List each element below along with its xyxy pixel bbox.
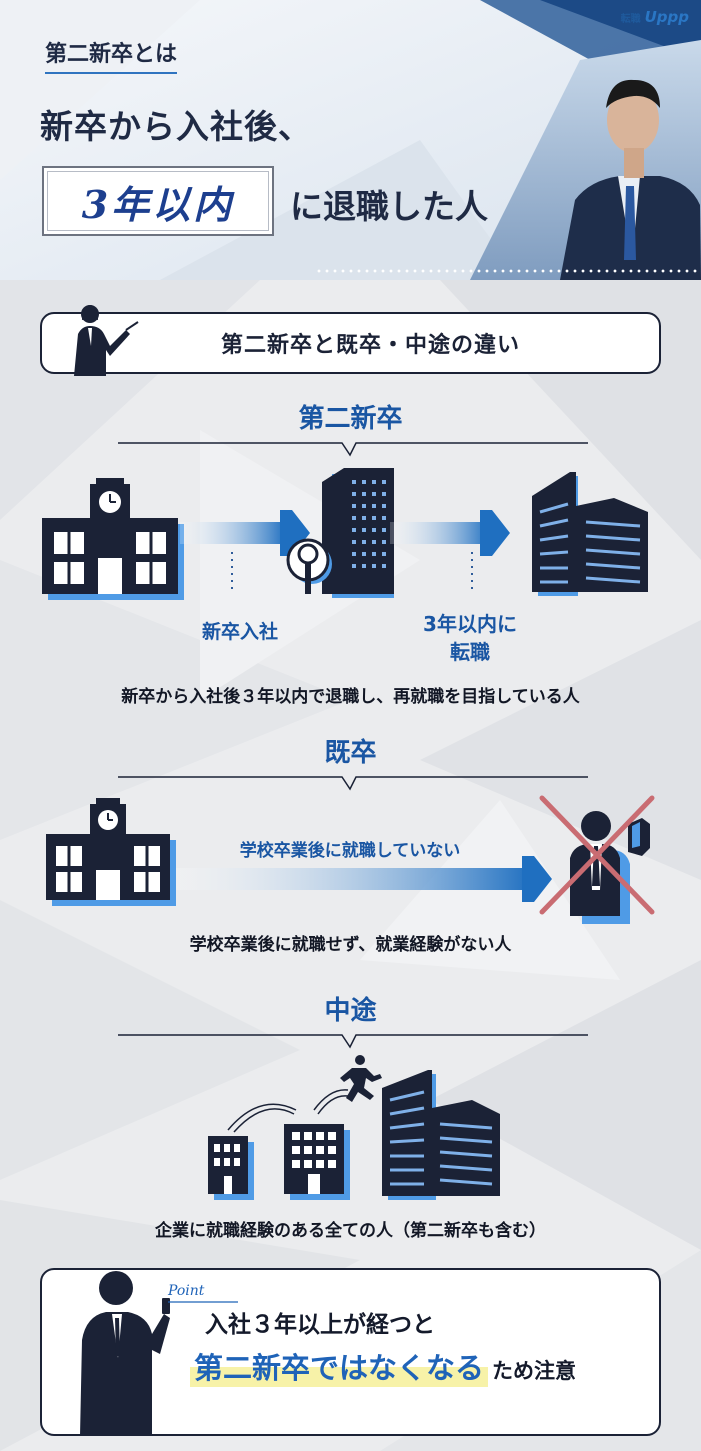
badge-box: 3年以内 (42, 166, 274, 236)
jump-arcs-icon (227, 1089, 349, 1133)
section-title-kisotsu: 既卒 (324, 738, 377, 768)
note-highlight-row: 第二新卒ではなくなるため注意 (190, 1345, 576, 1387)
header: 転職 Uppp 第二新卒とは 新卒から入社後、 3年以内 に退職した人 (0, 0, 701, 280)
point-underline (168, 1301, 238, 1303)
description-chuto: 企業に就職経験のある全ての人（第二新卒も含む） (155, 1221, 546, 1241)
kisotsu-illustration (46, 795, 655, 924)
section-divider-kisotsu (118, 776, 588, 791)
school-building-icon (46, 798, 176, 906)
label-change-line2: 転職 (450, 640, 490, 664)
businessman-with-phone-icon (80, 1271, 170, 1436)
new-company-building-icon (532, 472, 648, 596)
presenter-woman-icon (74, 305, 139, 376)
label-join: 新卒入社 (201, 621, 278, 643)
dotted-divider (315, 268, 701, 274)
description-kisotsu: 学校卒業後に就職せず、就業経験がない人 (189, 935, 512, 955)
arrow-right-icon (176, 856, 552, 902)
section-title-chuto: 中途 (324, 996, 377, 1026)
cross-mark-icon (539, 795, 655, 915)
section-title-daini: 第二新卒 (298, 404, 403, 434)
company-building-icon (286, 468, 394, 598)
school-building-icon (42, 478, 184, 600)
section-divider-chuto (118, 1034, 588, 1049)
arrow-label-kisotsu: 学校卒業後に就職していない (239, 841, 461, 861)
comparison-heading-box: 第二新卒と既卒・中途の違い (40, 312, 661, 374)
section-divider-daini (118, 442, 588, 457)
badge-text: 3年以内 (81, 181, 235, 227)
chuto-illustration (208, 1055, 500, 1200)
header-background (0, 0, 701, 280)
label-change: 3年以内に 転職 (390, 610, 550, 666)
description-daini: 新卒から入社後３年以内で退職し、再就職を目指している人 (121, 687, 580, 707)
note-tail: ため注意 (492, 1359, 577, 1383)
arrow-right-icon (390, 510, 510, 556)
large-building-icon (382, 1070, 500, 1200)
brand-name: Uppp (644, 8, 689, 26)
comparison-heading: 第二新卒と既卒・中途の違い (220, 333, 520, 358)
unemployed-person-icon (570, 811, 650, 924)
medium-building-icon (284, 1124, 350, 1200)
brand-logo: 転職 Uppp (621, 8, 689, 26)
label-change-line1: 3年以内に (423, 612, 517, 636)
header-title-line1: 新卒から入社後、 (40, 107, 312, 146)
daini-illustration (42, 468, 648, 600)
arrow-right-icon (180, 510, 310, 556)
small-building-icon (208, 1136, 254, 1200)
note-highlight: 第二新卒ではなくなる (190, 1345, 489, 1387)
brand-kanji: 転職 (620, 13, 641, 25)
header-title-line2: に退職した人 (290, 187, 488, 226)
businessman-photo-icon (560, 79, 701, 280)
note-line1: 入社３年以上が経つと (205, 1312, 435, 1338)
header-subtitle: 第二新卒とは (45, 36, 178, 74)
running-person-icon (340, 1055, 382, 1102)
point-label: Point (168, 1283, 205, 1299)
tree-icon (286, 538, 332, 594)
